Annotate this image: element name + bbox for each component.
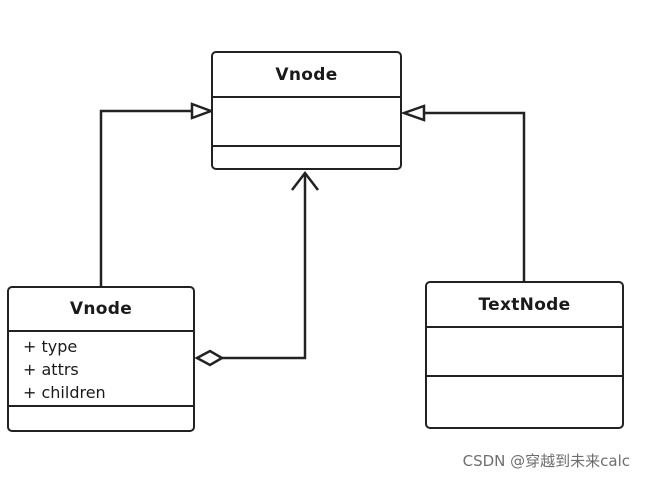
attribute-item: + type [23, 337, 78, 356]
generalization-arrowhead-left [190, 102, 215, 120]
attributes-compartment: + type + attrs + children [9, 332, 193, 407]
generalization-line-right [424, 111, 526, 282]
aggregation-diamond [194, 349, 225, 367]
attributes-compartment [213, 98, 400, 147]
generalization-arrowhead-right [400, 104, 426, 122]
class-name: Vnode [9, 288, 193, 332]
watermark: CSDN @穿越到未来calc [462, 452, 630, 470]
class-box-textnode[interactable]: TextNode [425, 281, 624, 429]
class-name: TextNode [427, 283, 622, 328]
attribute-item: + attrs [23, 360, 79, 379]
aggregation-open-arrowhead [291, 170, 319, 191]
class-box-vnode-parent[interactable]: Vnode [211, 51, 402, 170]
generalization-line-left [99, 109, 192, 287]
attributes-compartment [427, 328, 622, 377]
aggregation-line [222, 175, 307, 360]
attribute-item: + children [23, 383, 106, 402]
class-name: Vnode [213, 53, 400, 98]
class-box-vnode-child[interactable]: Vnode + type + attrs + children [7, 286, 195, 432]
